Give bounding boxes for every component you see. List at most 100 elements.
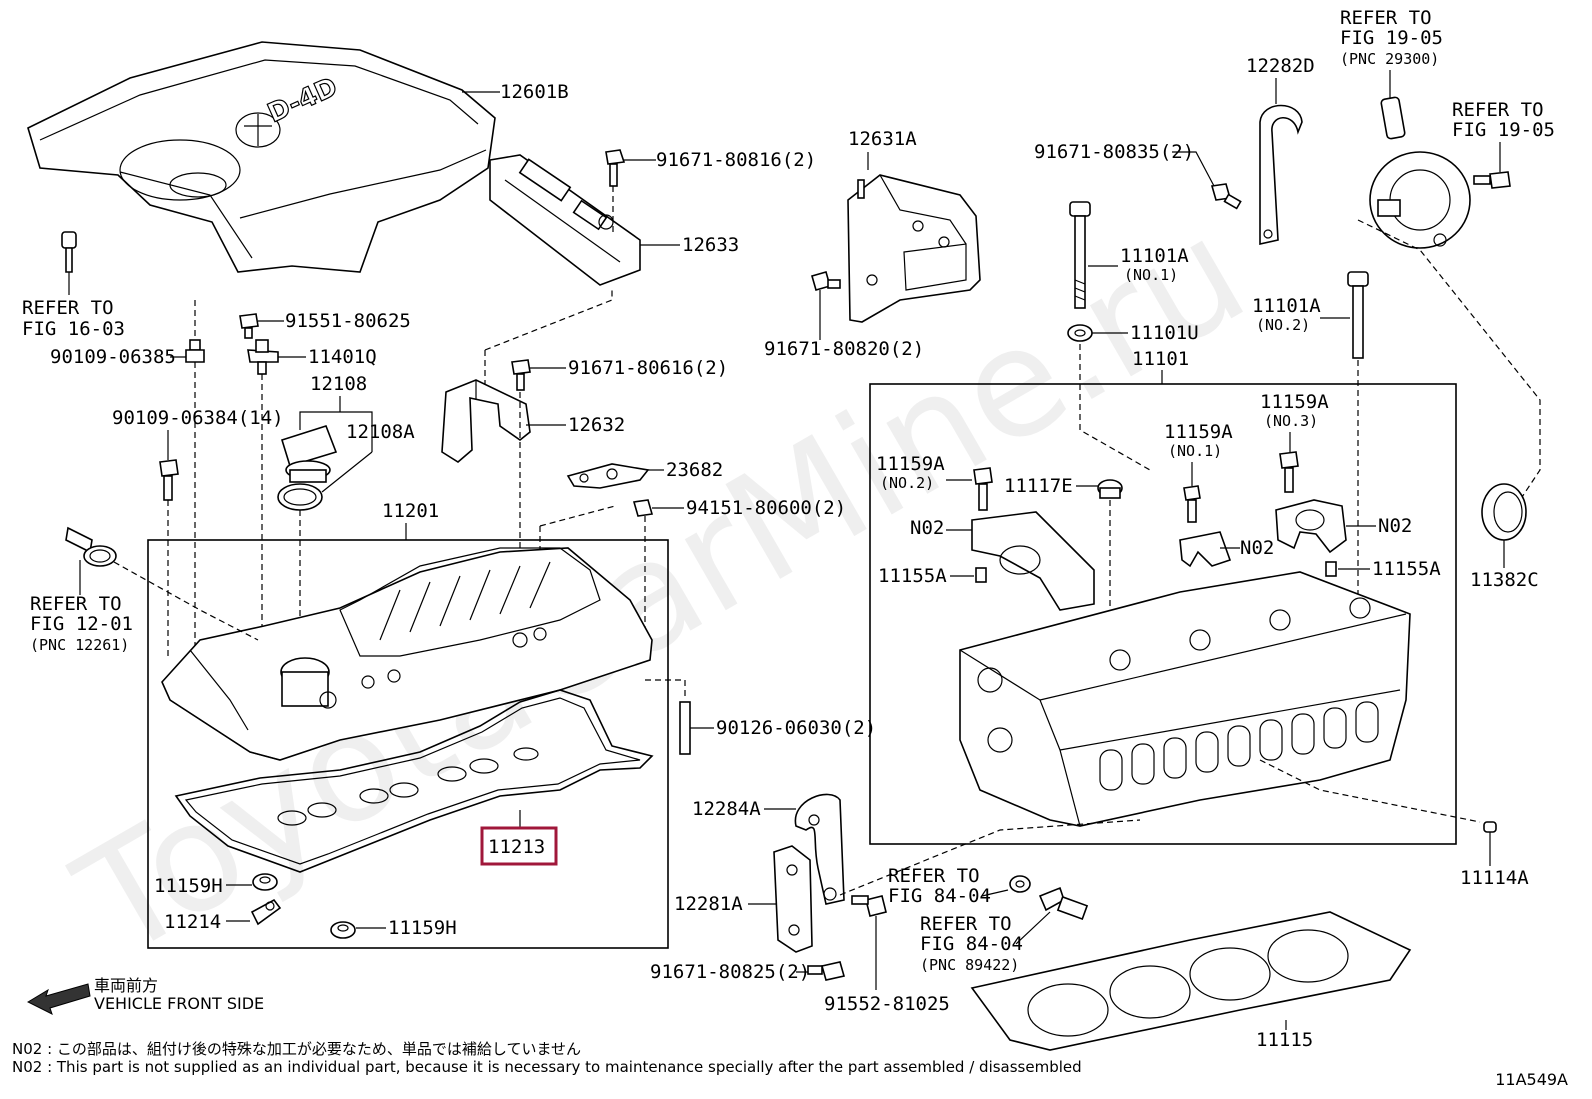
label-11159A-no1: 11159A xyxy=(1164,421,1233,443)
highlight-box-11213[interactable] xyxy=(480,826,558,866)
bolt-90109-06384 xyxy=(159,459,179,501)
label-91551-80625: 91551-80625 xyxy=(285,310,411,332)
bolt-91551-80625 xyxy=(239,313,259,339)
bolt-91671-80816 xyxy=(605,149,626,187)
grommet-11214 xyxy=(250,898,282,926)
refer-19-05b-line1: REFER TO xyxy=(1452,99,1544,121)
refer-84-04a-line1: REFER TO xyxy=(888,865,980,887)
stud-90126-06030 xyxy=(679,701,691,755)
cylinder-head-cover-frame xyxy=(147,539,669,949)
label-11214: 11214 xyxy=(164,911,221,933)
cylinder-head-cover-drawing xyxy=(161,547,653,761)
label-94151-80600: 94151-80600(2) xyxy=(686,497,846,519)
sensor-fig-84-04 xyxy=(1038,886,1089,921)
label-N02-middle: N02 xyxy=(1240,537,1274,559)
label-11159A-no3-sub: (NO.3) xyxy=(1264,412,1318,430)
front-label-en: VEHICLE FRONT SIDE xyxy=(94,994,265,1013)
bracket-12633-drawing xyxy=(489,154,641,286)
label-91671-80835: 91671-80835(2) xyxy=(1034,141,1194,163)
stud-bolt-left-top xyxy=(61,231,77,273)
refer-12-01-line3: (PNC 12261) xyxy=(30,636,129,654)
note-n02-jp: N02 : この部品は、組付け後の特殊な加工が必要なため、単品では補給していませ… xyxy=(12,1040,582,1058)
label-90109-06384: 90109-06384(14) xyxy=(112,407,284,429)
washer-11159H-bottom xyxy=(330,921,356,939)
pin-11155A-right xyxy=(1325,561,1337,577)
head-bolt-11101A-no1 xyxy=(1069,201,1091,309)
refer-19-05b-line2: FIG 19-05 xyxy=(1452,119,1555,141)
washer-11159H-top xyxy=(252,873,278,891)
label-11117E: 11117E xyxy=(1004,475,1073,497)
label-11382C: 11382C xyxy=(1470,569,1539,591)
label-12108: 12108 xyxy=(310,373,367,395)
label-N02-left: N02 xyxy=(910,517,944,539)
label-11159A-no3: 11159A xyxy=(1260,391,1329,413)
refer-16-03-line1: REFER TO xyxy=(22,297,114,319)
refer-19-05a-line2: FIG 19-05 xyxy=(1340,27,1443,49)
refer-19-05a-line3: (PNC 29300) xyxy=(1340,50,1439,68)
oil-filler-cap xyxy=(281,425,338,483)
label-11213[interactable]: 11213 xyxy=(488,836,545,858)
bolt-11159A-no1 xyxy=(1183,485,1201,523)
sensor-11401Q xyxy=(247,339,279,375)
bolt-11159A-no3 xyxy=(1279,451,1299,493)
figure-code: 11A549A xyxy=(1495,1070,1568,1089)
front-arrow-icon xyxy=(26,983,91,1015)
refer-12-01-line1: REFER TO xyxy=(30,593,122,615)
label-11101A-no2-sub: (NO.2) xyxy=(1256,316,1310,334)
label-12631A: 12631A xyxy=(848,128,917,150)
label-91671-80820: 91671-80820(2) xyxy=(764,338,924,360)
label-12601B: 12601B xyxy=(500,81,569,103)
label-12108A: 12108A xyxy=(346,421,415,443)
label-91552-81025: 91552-81025 xyxy=(824,993,950,1015)
bolt-90109-06385 xyxy=(185,339,205,363)
label-11114A: 11114A xyxy=(1460,867,1529,889)
label-11401Q: 11401Q xyxy=(308,346,377,368)
cam-cap-N02-middle xyxy=(1179,531,1232,568)
label-90109-06385: 90109-06385 xyxy=(50,346,176,368)
bracket-12281A-drawing xyxy=(773,845,813,953)
bracket-12632-drawing xyxy=(441,379,531,463)
label-11101: 11101 xyxy=(1132,348,1189,370)
cam-cap-N02-right xyxy=(1275,499,1347,554)
bolt-91671-80820 xyxy=(811,271,841,291)
front-label-jp: 車両前方 xyxy=(94,976,159,995)
label-12633: 12633 xyxy=(682,234,739,256)
engine-cover-drawing: D-4D xyxy=(27,41,496,273)
label-11159H-bottom: 11159H xyxy=(388,917,457,939)
bolt-91671-80825 xyxy=(807,961,846,981)
label-12281A: 12281A xyxy=(674,893,743,915)
bolt-11159A-no2 xyxy=(973,467,993,511)
label-91671-80816: 91671-80816(2) xyxy=(656,149,816,171)
label-11115: 11115 xyxy=(1256,1029,1313,1051)
label-11201: 11201 xyxy=(382,500,439,522)
label-11101A-no1: 11101A xyxy=(1120,245,1189,267)
label-11101U: 11101U xyxy=(1130,322,1199,344)
refer-84-04b-line1: REFER TO xyxy=(920,913,1012,935)
label-11159A-no2: 11159A xyxy=(876,453,945,475)
bolt-91671-80835 xyxy=(1210,183,1242,210)
label-11155A-right: 11155A xyxy=(1372,558,1441,580)
vacuum-pump-drawing xyxy=(1369,96,1471,249)
label-11101A-no2: 11101A xyxy=(1252,295,1321,317)
label-N02-right: N02 xyxy=(1378,515,1412,537)
head-gasket-11115 xyxy=(970,911,1412,1051)
flange-23682 xyxy=(566,463,650,489)
oil-cap-gasket-12108A xyxy=(277,483,323,511)
refer-84-04b-line2: FIG 84-04 xyxy=(920,933,1023,955)
label-12282D: 12282D xyxy=(1246,55,1315,77)
nut-94151-80600 xyxy=(632,499,654,517)
label-91671-80825: 91671-80825(2) xyxy=(650,961,810,983)
label-11155A-left: 11155A xyxy=(878,565,947,587)
hook-12282D-drawing xyxy=(1259,104,1303,245)
label-90126-06030: 90126-06030(2) xyxy=(716,717,876,739)
washer-fig-84-04 xyxy=(1009,875,1031,893)
label-23682: 23682 xyxy=(666,459,723,481)
label-12632: 12632 xyxy=(568,414,625,436)
bolt-fig-19-05 xyxy=(1473,171,1511,189)
label-11159A-no2-sub: (NO.2) xyxy=(880,474,934,492)
refer-84-04b-line3: (PNC 89422) xyxy=(920,956,1019,974)
label-11159A-no1-sub: (NO.1) xyxy=(1168,442,1222,460)
label-11159H-top: 11159H xyxy=(154,875,223,897)
refer-84-04a-line2: FIG 84-04 xyxy=(888,885,991,907)
